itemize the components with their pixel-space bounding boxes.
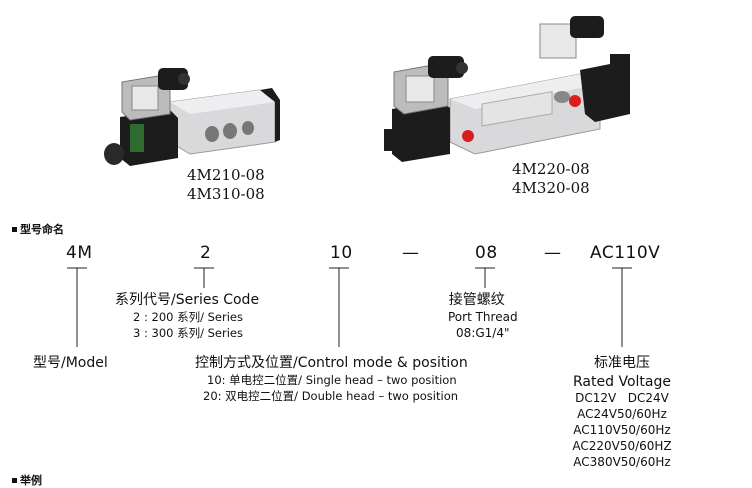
- valve-double-head-image: [380, 14, 640, 164]
- series-code-block: 系列代号/Series Code 2 : 200 系列/ Series 3 : …: [115, 289, 259, 341]
- series-code-title: 系列代号/Series Code: [115, 292, 260, 308]
- voltage-block: 标准电压 Rated Voltage DC12V DC24V AC24V50/6…: [566, 352, 678, 470]
- port-thread-block: 接管螺纹 Port Thread 08:G1/4": [448, 289, 518, 341]
- product-model-1-line1: 4M210-08: [187, 166, 265, 184]
- section-heading-example: 举例: [12, 472, 42, 488]
- code-separator-1: —: [402, 243, 419, 263]
- series-code-item-1: 2 : 200 系列/ Series: [133, 310, 244, 324]
- product-model-2: 4M220-08 4M320-08: [512, 160, 590, 198]
- control-mode-item-2: 20: 双电控二位置/ Double head – two position: [203, 389, 459, 403]
- product-model-2-line1: 4M220-08: [512, 160, 590, 178]
- product-model-2-line2: 4M320-08: [512, 179, 590, 197]
- model-label: 型号/Model: [33, 355, 108, 371]
- series-code-item-2: 3 : 300 系列/ Series: [133, 326, 244, 340]
- code-part-port: 08: [475, 243, 498, 263]
- voltage-title: 标准电压: [594, 355, 650, 371]
- voltage-subtitle: Rated Voltage: [573, 374, 671, 390]
- valve-single-head-image: [100, 62, 280, 172]
- control-mode-block: 控制方式及位置/Control mode & position 10: 单电控二…: [195, 352, 468, 404]
- section-heading-naming: 型号命名: [12, 221, 64, 237]
- code-separator-2: —: [544, 243, 561, 263]
- product-model-1: 4M210-08 4M310-08: [187, 166, 265, 204]
- port-thread-title: 接管螺纹: [448, 292, 505, 308]
- code-part-voltage: AC110V: [590, 243, 661, 263]
- port-thread-subtitle: Port Thread: [448, 310, 518, 324]
- control-mode-item-1: 10: 单电控二位置/ Single head – two position: [207, 373, 457, 387]
- code-part-control: 10: [330, 243, 353, 263]
- code-part-series: 2: [200, 243, 212, 263]
- control-mode-title: 控制方式及位置/Control mode & position: [195, 355, 468, 371]
- product-model-1-line2: 4M310-08: [187, 185, 265, 203]
- code-part-series-prefix: 4M: [66, 243, 93, 263]
- voltage-item-3: AC110V50/60Hz: [573, 423, 671, 437]
- voltage-item-5: AC380V50/60Hz: [573, 455, 671, 469]
- voltage-item-4: AC220V50/60HZ: [572, 439, 672, 453]
- voltage-item-1: DC12V DC24V: [575, 391, 669, 405]
- port-thread-value: 08:G1/4": [456, 326, 510, 340]
- voltage-item-2: AC24V50/60Hz: [577, 407, 667, 421]
